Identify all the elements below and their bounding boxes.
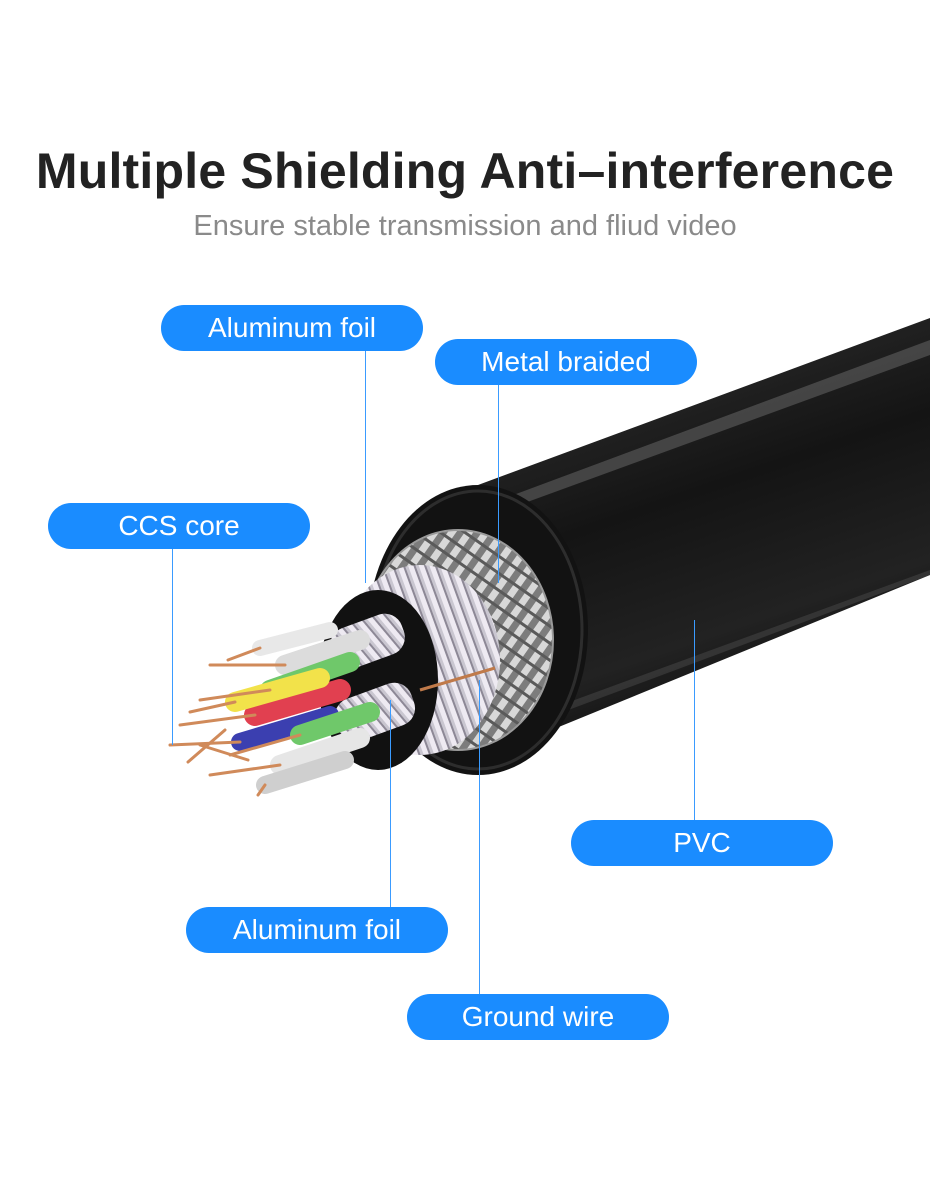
- conductor-bundle: [168, 613, 416, 797]
- leader-ccs-core: [172, 549, 173, 745]
- leader-pvc: [694, 620, 695, 820]
- page-subtitle: Ensure stable transmission and fliud vid…: [193, 210, 737, 242]
- label-pvc: PVC: [571, 820, 833, 866]
- label-metal-braided: Metal braided: [435, 339, 697, 385]
- page-title: Multiple Shielding Anti–interference: [35, 143, 895, 199]
- leader-metal-braided: [498, 385, 499, 583]
- label-aluminum-foil-bottom: Aluminum foil: [186, 907, 448, 953]
- label-ccs-core: CCS core: [48, 503, 310, 549]
- leader-aluminum-foil-bottom: [390, 700, 391, 908]
- leader-aluminum-foil-top: [365, 351, 366, 583]
- label-ground-wire: Ground wire: [407, 994, 669, 1040]
- pvc-jacket: [478, 318, 930, 760]
- ground-wire: [419, 666, 496, 692]
- leader-ground-wire: [479, 680, 480, 995]
- label-aluminum-foil-top: Aluminum foil: [161, 305, 423, 351]
